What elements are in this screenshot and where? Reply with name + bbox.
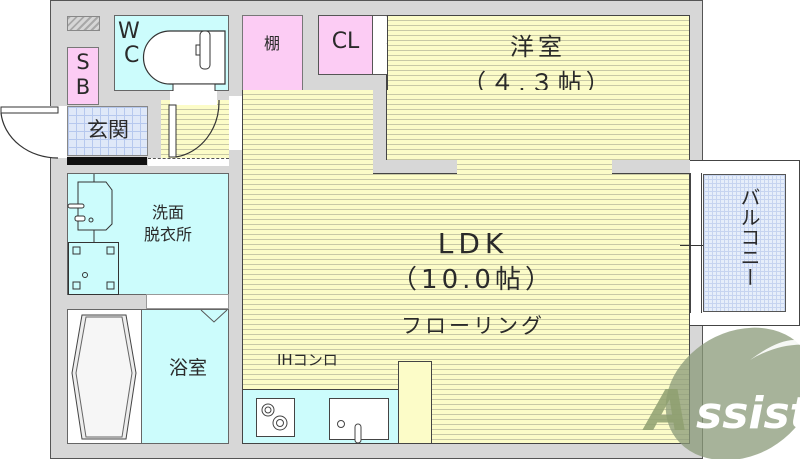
balcony-window-divider — [680, 245, 713, 246]
washroom-label-line2: 脱衣所 — [143, 225, 192, 244]
ldk-label: LDK — [437, 227, 509, 260]
svg-text:A: A — [642, 379, 689, 444]
inner-wall-ldk-bottom — [373, 160, 457, 174]
ldk-door-opening — [229, 96, 243, 150]
entrance-floor: 玄関 — [67, 106, 148, 156]
wc-door-swing-icon — [168, 99, 220, 158]
entrance-label: 玄関 — [87, 118, 129, 142]
ldk-upper-extension — [242, 90, 374, 174]
shoe-box: S B — [67, 47, 99, 105]
entrance-door-opening — [50, 106, 67, 158]
watermark-text: ssist — [696, 388, 800, 439]
closet-label: CL — [331, 29, 360, 54]
shoe-box-label-line2: B — [75, 75, 91, 99]
bath-door — [146, 294, 229, 309]
bath-door-marker-icon — [200, 309, 228, 323]
closet-lower-wall — [303, 75, 387, 90]
kitchen-sink-icon — [329, 398, 389, 444]
washing-machine-icon — [68, 242, 119, 295]
ldk-flooring: フローリング — [401, 314, 545, 338]
shelf-storage: 棚 — [242, 15, 303, 90]
wc-door-opening — [170, 91, 217, 105]
wash-basin-icon — [67, 174, 113, 242]
closet-door — [372, 15, 388, 75]
duct-shaft — [67, 16, 100, 31]
entrance-step — [67, 157, 147, 165]
balcony-window — [690, 173, 702, 313]
shoe-box-label-line1: S — [76, 50, 90, 74]
bathtub-icon — [71, 314, 137, 440]
ldk-size: （10.0帖） — [391, 265, 555, 295]
wc-room: W C — [114, 15, 229, 95]
inner-wall-ldk-bottom-right — [612, 160, 690, 174]
washroom-label-line1: 洗面 — [151, 203, 184, 222]
assist-watermark-logo: A ssist — [642, 327, 800, 459]
shelf-label: 棚 — [263, 34, 280, 53]
wc-label-line2: C — [124, 43, 140, 68]
balcony-cutout — [703, 0, 800, 160]
entrance-door-swing-icon — [0, 106, 59, 159]
hall-threshold — [148, 158, 229, 166]
toilet-icon — [142, 30, 226, 95]
balcony-label: バルコニー — [737, 187, 761, 287]
ih-stove-icon — [256, 398, 295, 437]
ih-stove-label: IHコンロ — [277, 351, 338, 369]
western-room-label: 洋室 — [510, 33, 566, 61]
wc-label-line1: W — [118, 19, 140, 44]
washroom: 洗面 脱衣所 — [67, 173, 229, 295]
balcony: バルコニー — [703, 174, 786, 312]
bathroom-label: 浴室 — [168, 357, 207, 379]
refrigerator-space — [398, 361, 432, 444]
bathroom: 浴室 — [67, 309, 229, 444]
closet: CL — [318, 15, 373, 75]
kitchen-counter — [242, 389, 399, 444]
